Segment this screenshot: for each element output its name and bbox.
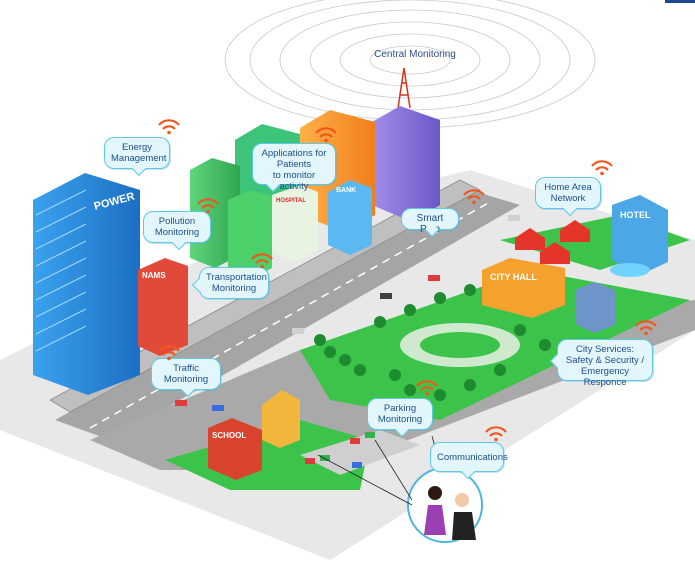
school-building: [208, 418, 262, 480]
callout-city-services: City Services: Safety & Security / Emerg…: [557, 339, 653, 388]
callout-communications-text: Communications: [437, 452, 508, 463]
callout-city-services-text: City Services: Safety & Security / Emerg…: [565, 344, 645, 388]
wifi-icon: [251, 253, 273, 269]
callout-energy-text: Energy Management: [111, 142, 167, 164]
city-hall-building: [482, 258, 565, 318]
hotel-pool: [610, 263, 650, 277]
callout-traffic-text: Traffic Monitoring: [163, 363, 209, 385]
wifi-icon: [416, 380, 438, 396]
callout-transport-text: Transportation Monitoring: [206, 272, 267, 294]
hospital-building: [272, 185, 318, 262]
callout-pollution-monitoring: Pollution Monitoring: [143, 211, 211, 243]
green-tower-mid: [228, 190, 272, 280]
callout-traffic-monitoring: Traffic Monitoring: [151, 358, 221, 390]
power-tower-windows: [35, 189, 87, 352]
callout-patient-apps: Applications for Patients to monitor act…: [252, 143, 336, 192]
power-tower: [33, 173, 140, 395]
callout-home-text: Home Area Network: [544, 182, 592, 204]
people-illustration: [424, 486, 476, 540]
callout-patients-text: Applications for Patients to monitor act…: [261, 148, 327, 192]
callout-smart-pole-text: Smart Pole: [416, 213, 444, 235]
callout-home-area-network: Home Area Network: [535, 177, 601, 209]
hotel-sign: HOTEL: [620, 210, 651, 220]
houses: [515, 220, 590, 264]
callout-parking-text: Parking Monitoring: [377, 403, 423, 425]
corner-accent-bar: [665, 0, 695, 3]
hotel-building: [612, 195, 668, 275]
wifi-icon: [158, 119, 180, 135]
wifi-icon: [463, 189, 485, 205]
wifi-icon: [158, 345, 180, 361]
callout-parking-monitoring: Parking Monitoring: [367, 398, 433, 430]
parking-lot: [300, 430, 420, 475]
wifi-icon: [197, 198, 219, 214]
wifi-icon: [591, 160, 613, 176]
city-hall-sign: CITY HALL: [490, 272, 537, 282]
road-marking: [89, 201, 491, 429]
school-green: [165, 420, 370, 490]
central-monitoring-tower: [397, 67, 411, 109]
city-services-building: [575, 282, 615, 333]
bank-sign: BANK: [336, 187, 356, 194]
hospital-sign: HOSPITAL: [276, 198, 306, 204]
nams-sign: NAMS: [142, 271, 166, 280]
radio-wave-rings: [224, 0, 596, 129]
callout-transportation-monitoring: Transportation Monitoring: [199, 267, 269, 299]
church-building: [262, 390, 300, 448]
cars: [175, 215, 520, 468]
bank-building: [328, 180, 372, 255]
callout-smart-pole: Smart Pole: [401, 208, 459, 235]
callout-communications: Communications: [430, 442, 508, 472]
callout-pollution-text: Pollution Monitoring: [154, 216, 200, 238]
wifi-icon: [485, 426, 507, 442]
wifi-icon: [315, 127, 337, 143]
central-monitoring-label: Central Monitoring: [374, 49, 456, 60]
school-sign: SCHOOL: [212, 431, 246, 440]
park-lawn: [420, 332, 500, 358]
nams-building: [138, 258, 188, 356]
callout-energy-management: Energy Management: [104, 137, 170, 169]
purple-tower: [372, 106, 440, 222]
wifi-icon: [635, 320, 657, 336]
